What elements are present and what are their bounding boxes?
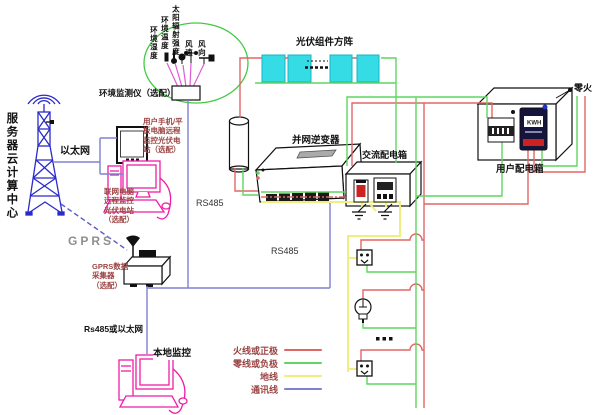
antenna-icon [126, 235, 140, 247]
ac-box-breaker-icon [353, 179, 369, 203]
legend-label-live: 火线或正极 [232, 345, 278, 356]
inverter-label: 并网逆变器 [292, 135, 340, 146]
pv-panel [356, 54, 380, 83]
zero-fire-leader [555, 88, 572, 99]
legend-line-3 [284, 388, 322, 390]
gprs-chip-label: GPRS [141, 252, 156, 258]
rs485-or-ethernet-label: Rs485或以太网 [84, 324, 144, 334]
sensor-circle [143, 22, 249, 104]
legend-label-ground: 地线 [259, 371, 278, 382]
sensor-label-temperature: 环境温度 [160, 16, 170, 50]
pc-note-label: 联网电脑 远程监控 光伏电站 （选配） [104, 187, 134, 225]
rs485-left-label: RS485 [196, 198, 224, 208]
pv-panel [329, 54, 353, 83]
gprs-wireless-link [60, 203, 128, 251]
tablet-note-label: 用户手机/平 板电脑远程 监控光伏电 站（选配） [143, 117, 183, 155]
legend-label-neutral: 零线或负极 [232, 358, 278, 369]
pv-array-label: 光伏组件方阵 [296, 37, 354, 48]
socket-icon-1 [356, 249, 373, 266]
legend-row: 零线或负极 [228, 358, 322, 369]
legend-line-2 [284, 375, 322, 377]
earth-symbol-icon [352, 203, 393, 220]
comm-wires [53, 100, 331, 354]
legend-row: 火线或正极 [228, 345, 322, 356]
tower-antenna-node-icon [46, 120, 54, 124]
user-box-kwh-meter-icon: KWH [511, 104, 548, 151]
collector-note-label: GPRS数据 采集器 （选配） [92, 262, 129, 290]
legend-line-1 [284, 362, 322, 364]
sensor-wires [166, 62, 205, 88]
user-box-breaker-icon [487, 117, 515, 143]
local-pc-icon [118, 354, 188, 414]
radio-tower-icon [25, 94, 65, 216]
legend-row: 地线 [228, 371, 322, 382]
sensor-label-wind-speed: 风速 [184, 40, 194, 57]
pv-panel-array [261, 54, 380, 83]
meter-blue-dot [542, 104, 548, 110]
sensor-label-radiation: 太阳辐射强度 [171, 5, 181, 56]
gprs-link-label: GPRS [68, 234, 115, 248]
ac-box-label: 交流配电箱 [362, 150, 408, 160]
loads-ellipsis-dots [376, 337, 393, 341]
radiation-sensor-icon [178, 53, 186, 64]
server-center-label: 服务器云计算中心 [5, 112, 18, 220]
rs485-mid-label: RS485 [271, 246, 299, 256]
socket-icon-2 [356, 360, 373, 377]
kwh-label: KWH [527, 121, 541, 127]
zero-fire-label: 零火 [574, 83, 593, 93]
ethernet-label: 以太网 [60, 146, 90, 157]
tablet-icon [116, 126, 148, 164]
env-monitor-box [171, 85, 201, 101]
dc-arrester-cylinder [228, 116, 250, 173]
pv-panel [261, 54, 286, 83]
meter-black-dot [511, 110, 515, 114]
sensor-icons [164, 50, 215, 64]
live-wires [234, 57, 586, 408]
lamp-icon [354, 298, 372, 323]
gprs-collector-icon: GPRS [122, 235, 172, 287]
thermometer-icon [171, 50, 177, 64]
sensor-label-wind-direction: 风向 [197, 40, 207, 57]
legend-line-0 [284, 349, 322, 351]
wind-vane-icon [199, 54, 215, 64]
legend-label-comm: 通讯线 [250, 384, 278, 395]
sensor-label-humidity: 环境湿度 [149, 26, 159, 60]
legend-row: 通讯线 [228, 384, 322, 395]
humidity-sensor-icon [164, 52, 169, 62]
local-monitor-label: 本地监控 [153, 348, 192, 360]
anemometer-icon [184, 51, 198, 63]
user-box-label: 用户配电箱 [496, 164, 544, 175]
env-monitor-label: 环境监测仪（选配） [99, 88, 176, 98]
ac-box-meter-icon [373, 177, 397, 203]
pv-ellipsis-dots [305, 60, 329, 69]
